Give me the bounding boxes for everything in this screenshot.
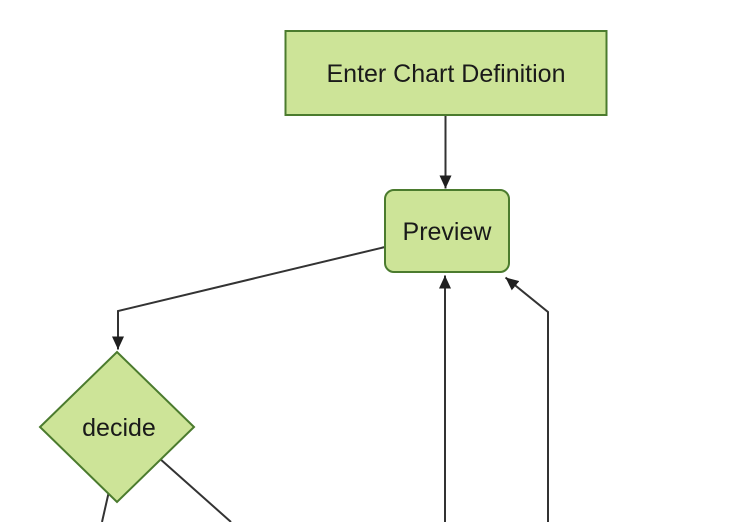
decide-diamond bbox=[38, 350, 196, 504]
enter-chart-definition-label: Enter Chart Definition bbox=[326, 60, 565, 88]
decide-label: decide bbox=[82, 414, 156, 442]
preview-label: Preview bbox=[403, 218, 493, 246]
edge-preview-to-decide bbox=[112, 246, 386, 350]
enter-chart-definition-box bbox=[284, 30, 608, 116]
edge-offscreen-to-preview-bent bbox=[504, 276, 549, 522]
node-layer: Enter Chart Definition Preview decide bbox=[38, 30, 608, 504]
node-enter-chart-definition: Enter Chart Definition bbox=[284, 30, 608, 116]
edge-decide-offscreen-right bbox=[149, 449, 232, 522]
preview-box bbox=[384, 189, 510, 273]
edge-layer bbox=[101, 115, 549, 522]
node-preview: Preview bbox=[384, 189, 510, 273]
node-decide: decide bbox=[38, 350, 196, 504]
